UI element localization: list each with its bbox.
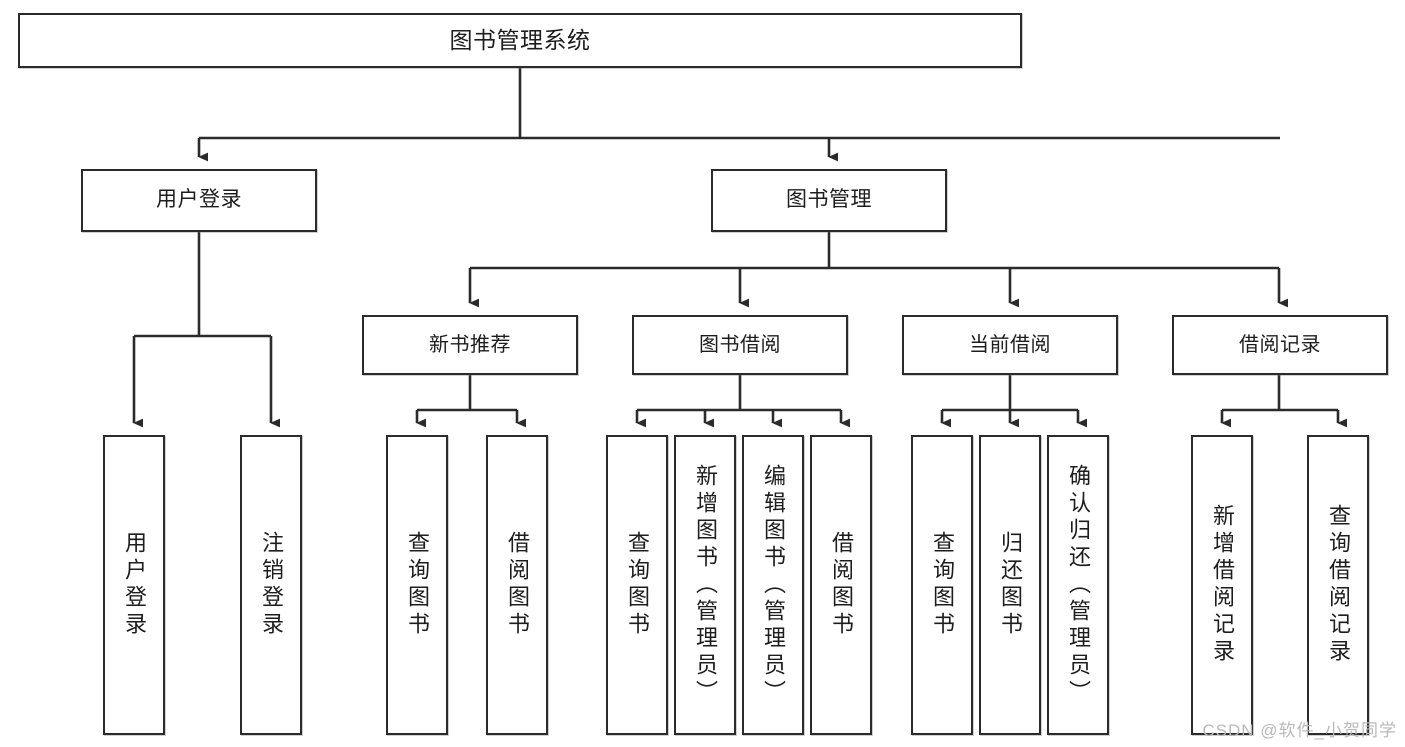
connector-group-new-book — [415, 375, 526, 428]
node-book-management[interactable]: 图书管理 — [711, 169, 947, 232]
leaf-text-wrap: 编辑图书（管理员） — [744, 437, 802, 733]
leaf-text-wrap: 用户登录 — [105, 437, 163, 733]
connector-group-book-management — [468, 232, 1288, 308]
node-label: 借阅图书 — [505, 531, 530, 639]
leaf-record-query[interactable]: 查询借阅记录 — [1307, 435, 1369, 735]
connector-group-borrow-record — [1220, 375, 1347, 428]
leaf-current-borrow-query[interactable]: 查询图书 — [911, 435, 973, 735]
node-label: 图书管理 — [786, 188, 872, 212]
leaf-book-borrow-add[interactable]: 新增图书（管理员） — [674, 435, 736, 735]
node-current-borrowing[interactable]: 当前借阅 — [902, 315, 1118, 375]
leaf-book-borrow-edit[interactable]: 编辑图书（管理员） — [742, 435, 804, 735]
node-label: 确认归还（管理员） — [1066, 463, 1091, 707]
leaf-text-wrap: 借阅图书 — [488, 437, 546, 733]
node-label: 新书推荐 — [429, 333, 511, 356]
connector-group-root — [197, 68, 1280, 162]
node-label: 图书借阅 — [699, 333, 781, 356]
leaf-book-borrow-borrow[interactable]: 借阅图书 — [810, 435, 872, 735]
node-label: 图书管理系统 — [449, 27, 591, 54]
leaf-new-book-query[interactable]: 查询图书 — [386, 435, 448, 735]
leaf-text-wrap: 查询图书 — [913, 437, 971, 733]
node-label: 查询借阅记录 — [1326, 504, 1351, 666]
node-book-borrowing[interactable]: 图书借阅 — [632, 315, 848, 375]
node-root-library-system[interactable]: 图书管理系统 — [18, 13, 1022, 68]
connector-group-user-login — [132, 232, 280, 428]
leaf-new-book-borrow[interactable]: 借阅图书 — [486, 435, 548, 735]
node-label: 用户登录 — [122, 531, 147, 639]
node-label: 注销登录 — [259, 531, 284, 639]
leaf-user-login-logout[interactable]: 注销登录 — [240, 435, 302, 735]
leaf-text-wrap: 确认归还（管理员） — [1049, 437, 1107, 733]
leaf-current-borrow-confirm-return[interactable]: 确认归还（管理员） — [1047, 435, 1109, 735]
node-label: 当前借阅 — [969, 333, 1051, 356]
leaf-text-wrap: 查询图书 — [608, 437, 666, 733]
leaf-text-wrap: 注销登录 — [242, 437, 300, 733]
node-label: 用户登录 — [156, 188, 242, 212]
node-label: 新增借阅记录 — [1210, 504, 1235, 666]
node-label: 借阅图书 — [829, 531, 854, 639]
leaf-text-wrap: 新增图书（管理员） — [676, 437, 734, 733]
node-label: 查询图书 — [930, 531, 955, 639]
node-label: 新增图书（管理员） — [693, 463, 718, 707]
node-label: 查询图书 — [405, 531, 430, 639]
leaf-current-borrow-return[interactable]: 归还图书 — [979, 435, 1041, 735]
node-label: 查询图书 — [625, 531, 650, 639]
node-user-login[interactable]: 用户登录 — [81, 169, 317, 232]
leaf-text-wrap: 归还图书 — [981, 437, 1039, 733]
leaf-book-borrow-query[interactable]: 查询图书 — [606, 435, 668, 735]
node-label: 归还图书 — [998, 531, 1023, 639]
leaf-text-wrap: 查询借阅记录 — [1309, 437, 1367, 733]
connector-group-current-borrow — [940, 375, 1087, 428]
node-new-book-recommendation[interactable]: 新书推荐 — [362, 315, 578, 375]
node-label: 编辑图书（管理员） — [761, 463, 786, 707]
leaf-text-wrap: 新增借阅记录 — [1193, 437, 1251, 733]
leaf-user-login-login[interactable]: 用户登录 — [103, 435, 165, 735]
leaf-text-wrap: 查询图书 — [388, 437, 446, 733]
node-borrowing-records[interactable]: 借阅记录 — [1172, 315, 1388, 375]
csdn-watermark: CSDN @软件_小贺同学 — [1202, 721, 1397, 740]
leaf-text-wrap: 借阅图书 — [812, 437, 870, 733]
node-label: 借阅记录 — [1239, 333, 1321, 356]
connector-group-book-borrow — [635, 375, 850, 428]
leaf-record-add[interactable]: 新增借阅记录 — [1191, 435, 1253, 735]
